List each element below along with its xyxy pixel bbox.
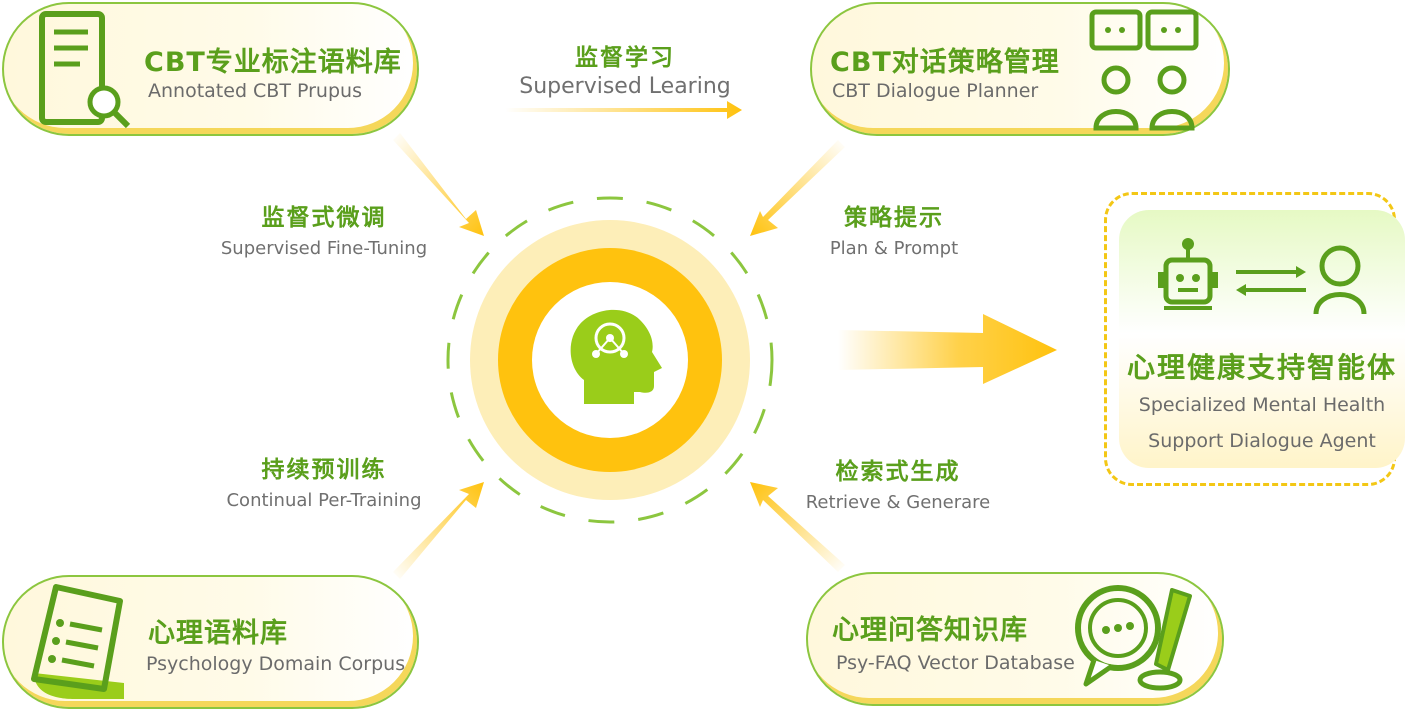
arrow-fine-tuning [393,133,484,236]
flow-label-retrieve-generate: 检索式生成 Retrieve & Generare [788,452,1008,513]
cbt-corpus-title: CBT专业标注语料库 [144,47,402,78]
flow-supervised-learning-zh: 监督学习 [575,45,675,71]
flow-plan-prompt-zh: 策略提示 [844,205,944,231]
arrow-pretraining [393,482,484,579]
chat-users-icon [1089,9,1199,131]
arrow-plan-prompt [750,140,845,236]
flow-label-plan-prompt: 策略提示 Plan & Prompt [794,198,994,259]
faq-database-title: 心理问答知识库 [832,615,1028,646]
faq-database-card: 心理问答知识库 Psy-FAQ Vector Database [806,572,1224,706]
flow-supervised-learning-en: Supervised Learing [519,74,731,99]
flow-plan-prompt-en: Plan & Prompt [829,238,959,259]
cbt-corpus-subtitle: Annotated CBT Prupus [148,80,362,102]
flow-retrieve-generate-zh: 检索式生成 [835,459,961,485]
flow-label-fine-tuning: 监督式微调 Supervised Fine-Tuning [204,198,444,259]
arrow-supervised-learning [505,101,742,119]
dialogue-planner-card: CBT对话策略管理 CBT Dialogue Planner [810,2,1230,136]
dialogue-planner-title: CBT对话策略管理 [830,47,1060,78]
flow-pretraining-en: Continual Per-Training [226,490,422,511]
exchange-arrows-icon [1236,266,1306,296]
arrow-retrieve-generate [750,482,845,572]
robot-icon [1158,238,1218,310]
psychology-corpus-card: 心理语料库 Psychology Domain Corpus [2,575,419,709]
document-search-icon [39,11,131,129]
arrow-to-agent [838,314,1057,384]
flow-retrieve-generate-en: Retrieve & Generare [805,492,991,513]
psychology-corpus-subtitle: Psychology Domain Corpus [146,653,406,675]
flow-label-pretraining: 持续预训练 Continual Per-Training [204,450,444,511]
user-icon [1313,245,1367,315]
flow-pretraining-zh: 持续预训练 [261,457,387,483]
flow-label-supervised-learning: 监督学习 Supervised Learing [505,38,745,99]
cbt-corpus-card: CBT专业标注语料库 Annotated CBT Prupus [2,2,419,136]
agent-subtitle-line2: Support Dialogue Agent [1148,430,1376,452]
agent-title: 心理健康支持智能体 [1126,351,1397,384]
flow-fine-tuning-en: Supervised Fine-Tuning [220,238,428,259]
agent-icons [1158,238,1367,315]
scroll-list-icon [31,584,124,699]
psychology-corpus-title: 心理语料库 [148,618,288,649]
chat-pencil-icon [1075,585,1192,691]
agent-card [1119,210,1405,468]
faq-database-subtitle: Psy-FAQ Vector Database [836,652,1075,674]
dialogue-planner-subtitle: CBT Dialogue Planner [832,80,1039,102]
brain-head-icon [570,309,662,404]
agent-subtitle-line1: Specialized Mental Health [1138,394,1386,416]
flow-fine-tuning-zh: 监督式微调 [261,205,387,231]
